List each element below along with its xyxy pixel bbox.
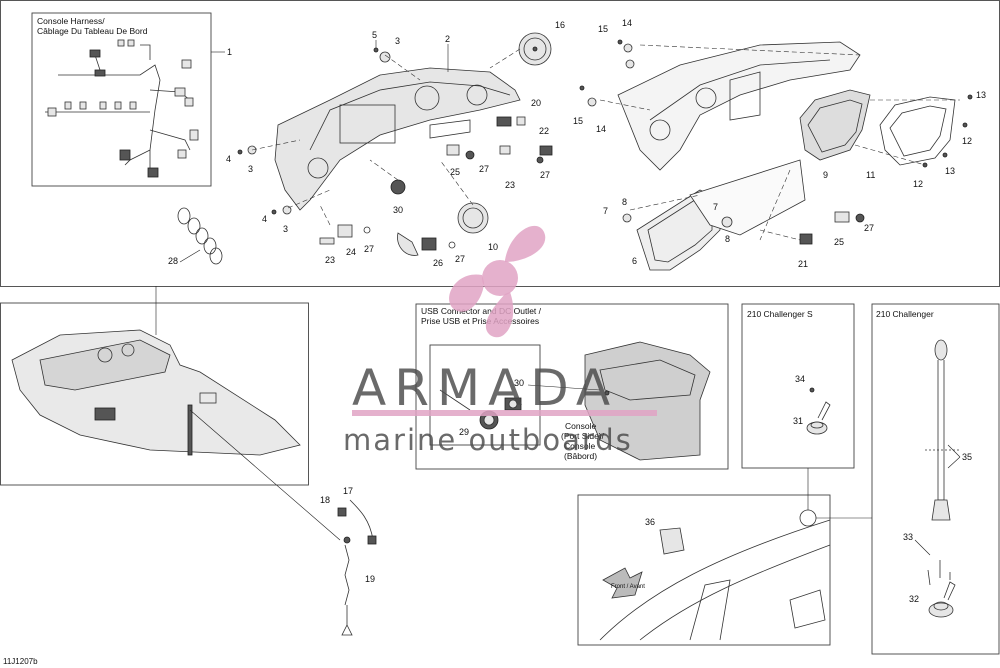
watermark-brand: ARMADA xyxy=(352,359,618,417)
bow-detail xyxy=(599,509,831,641)
callout-30: 30 xyxy=(393,205,403,215)
lanyard-19 xyxy=(337,499,377,636)
callout-11: 11 xyxy=(866,170,875,180)
callout-3b: 3 xyxy=(248,164,253,174)
harness-title-en: Console Harness/ xyxy=(37,16,105,26)
callout-30b: 30 xyxy=(514,378,524,388)
dashed-guides-left xyxy=(251,48,521,226)
callout-4b: 4 xyxy=(262,214,267,224)
console-port-en: Console xyxy=(565,421,596,431)
dashed-guides-right xyxy=(599,44,960,241)
usb-inner-frame xyxy=(429,344,541,446)
callout-35: 35 xyxy=(962,452,972,462)
callout-12a: 12 xyxy=(962,136,972,146)
callout-32: 32 xyxy=(909,594,919,604)
console-port-en2: (Port Side)/ xyxy=(561,431,605,441)
callout-34: 34 xyxy=(795,374,805,384)
callout-13a: 13 xyxy=(976,90,986,100)
watermark: ARMADA marine outboards xyxy=(343,225,657,457)
panel-6 xyxy=(636,159,806,271)
callout-33: 33 xyxy=(903,532,913,542)
callout-17: 17 xyxy=(343,486,353,496)
callout-1: 1 xyxy=(227,47,232,57)
callout-21: 21 xyxy=(798,259,808,269)
callout-24: 24 xyxy=(346,247,356,257)
callout-29: 29 xyxy=(459,427,469,437)
callout-10: 10 xyxy=(488,242,498,252)
callout-15a: 15 xyxy=(598,24,608,34)
callout-5: 5 xyxy=(372,30,377,40)
callout-28: 28 xyxy=(168,256,178,266)
challenger-s-title: 210 Challenger S xyxy=(747,309,813,319)
callout-3a: 3 xyxy=(395,36,400,46)
small-parts-right xyxy=(579,39,973,245)
callout-25b: 25 xyxy=(834,237,844,247)
propeller-logo xyxy=(449,225,546,338)
console-harness-box: Console Harness/ Câblage Du Tableau De B… xyxy=(37,16,199,178)
callout-7b: 7 xyxy=(713,202,718,212)
challenger-title: 210 Challenger xyxy=(876,309,934,319)
callout-3c: 3 xyxy=(283,224,288,234)
harness-title-fr: Câblage Du Tableau De Bord xyxy=(37,26,148,36)
bow-detail-frame xyxy=(577,494,831,646)
front-arrow-label: Front / Avant xyxy=(611,584,645,590)
gauge-10 xyxy=(457,202,489,234)
watermark-bar xyxy=(352,410,657,416)
console-port-fr2: (Bâbord) xyxy=(564,451,597,461)
instrument-bezel-9 xyxy=(799,89,871,161)
callout-27b: 27 xyxy=(540,170,550,180)
front-arrow-icon xyxy=(602,567,643,599)
base-32 xyxy=(927,560,956,618)
challenger-frame xyxy=(871,303,1000,655)
dashboard-left xyxy=(274,67,521,211)
console-view-frame xyxy=(0,302,309,486)
console-port-fr: Console xyxy=(564,441,595,451)
console-side-3d xyxy=(584,341,711,461)
dashboard-right xyxy=(617,41,861,171)
challenger-s-frame xyxy=(741,303,855,469)
usb-title-fr: Prise USB et Prise Accessoires xyxy=(421,316,539,326)
harness-wires xyxy=(45,39,199,178)
console-3d-view xyxy=(11,329,301,456)
diagram-id: 11J1207b xyxy=(3,657,38,666)
callout-26: 26 xyxy=(433,258,443,268)
callout-13b: 13 xyxy=(945,166,955,176)
harness-frame xyxy=(31,12,212,187)
callout-25a: 25 xyxy=(450,167,460,177)
callout-23b: 23 xyxy=(325,255,335,265)
callout-20: 20 xyxy=(531,98,541,108)
callout-31: 31 xyxy=(793,416,803,426)
gauge-16 xyxy=(518,32,552,66)
callout-27a: 27 xyxy=(479,164,489,174)
callout-18: 18 xyxy=(320,495,330,505)
callout-2: 2 xyxy=(445,34,450,44)
callout-7a: 7 xyxy=(603,206,608,216)
callout-8b: 8 xyxy=(725,234,730,244)
loops-28 xyxy=(177,207,223,265)
callout-9: 9 xyxy=(823,170,828,180)
callout-19: 19 xyxy=(365,574,375,584)
light-pole-35 xyxy=(925,339,960,521)
callout-27c: 27 xyxy=(364,244,374,254)
callout-12b: 12 xyxy=(913,179,923,189)
cap-31 xyxy=(806,387,831,435)
usb-title-en: USB Connector and DC Outlet / xyxy=(421,306,542,316)
callout-14b: 14 xyxy=(596,124,606,134)
callout-22: 22 xyxy=(539,126,549,136)
callout-27e: 27 xyxy=(864,223,874,233)
small-parts-left xyxy=(237,47,553,256)
callout-4a: 4 xyxy=(226,154,231,164)
callout-23a: 23 xyxy=(505,180,515,190)
callout-36: 36 xyxy=(645,517,655,527)
callout-6: 6 xyxy=(632,256,637,266)
callout-14a: 14 xyxy=(622,18,632,28)
callout-8a: 8 xyxy=(622,197,627,207)
callout-27d: 27 xyxy=(455,254,465,264)
callout-16: 16 xyxy=(555,20,565,30)
callout-15b: 15 xyxy=(573,116,583,126)
usb-frame xyxy=(415,303,729,470)
watermark-tagline: marine outboards xyxy=(343,423,633,457)
